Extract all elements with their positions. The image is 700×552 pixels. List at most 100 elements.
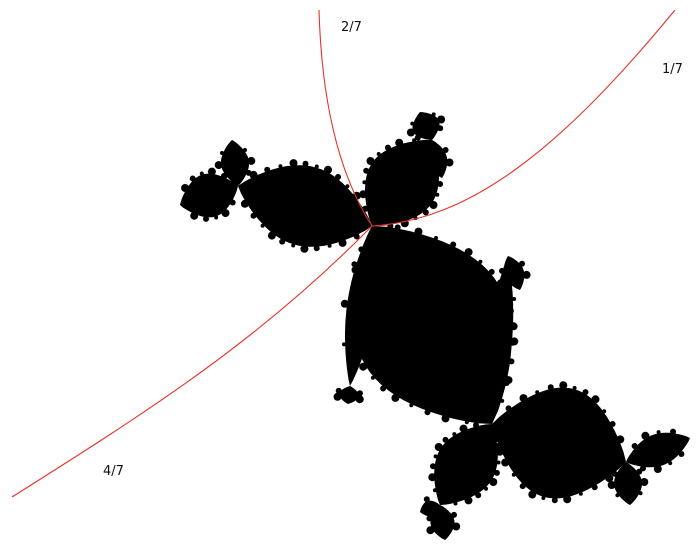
julia-lower-right-bulb-fringe bbox=[535, 390, 540, 395]
julia-left-bulb-fringe bbox=[300, 244, 309, 253]
julia-lower-right-bulb-fringe bbox=[602, 409, 607, 414]
julia-left-top-bulb-fringe bbox=[221, 173, 228, 180]
julia-main-left-bulb bbox=[345, 226, 377, 386]
julia-main-left-bulb-fringe bbox=[351, 261, 358, 268]
julia-lower-right-bulb-fringe bbox=[591, 484, 598, 491]
julia-left-far-bulb bbox=[180, 173, 238, 218]
julia-right-far-bulb-fringe bbox=[641, 431, 650, 440]
julia-upper-top-bulb-fringe bbox=[406, 128, 415, 137]
julia-left-bulb-fringe bbox=[250, 212, 257, 219]
julia-right-far-bulb-fringe bbox=[653, 465, 662, 473]
julia-main-bulb-fringe bbox=[500, 398, 505, 403]
julia-main-bulb-fringe bbox=[508, 358, 515, 365]
ray-label-4-7: 4/7 bbox=[103, 464, 124, 479]
julia-lower-right-bulb-fringe bbox=[519, 483, 526, 490]
julia-right-far-bulb-fringe bbox=[656, 430, 661, 435]
julia-lower-right-bulb-fringe bbox=[572, 386, 577, 390]
julia-left-bulb-fringe bbox=[314, 164, 319, 169]
julia-left-bulb-fringe bbox=[353, 233, 360, 240]
julia-lower-bulb-fringe bbox=[452, 432, 457, 437]
julia-lower-bulb-fringe bbox=[430, 463, 436, 470]
julia-left-top-bulb bbox=[221, 140, 249, 186]
julia-upper-side-bulb-fringe bbox=[442, 147, 449, 153]
external-ray-4-7 bbox=[11, 225, 373, 498]
julia-main-bulb-fringe bbox=[464, 420, 469, 425]
julia-upper-bulb-fringe bbox=[435, 192, 440, 197]
julia-lower-bulb-fringe bbox=[484, 486, 488, 491]
julia-lower-right-bulb-fringe bbox=[511, 472, 516, 477]
julia-lower-right-bulb-fringe bbox=[505, 405, 512, 412]
julia-lower-right-bulb-fringe bbox=[528, 490, 537, 499]
julia-left-top-bulb-fringe bbox=[247, 156, 256, 165]
julia-main-bulb-fringe bbox=[478, 259, 483, 264]
julia-main-top-bulb-fringe bbox=[481, 334, 490, 343]
julia-main-top-bulb-fringe bbox=[503, 380, 510, 386]
julia-left-far-bulb-fringe bbox=[229, 199, 236, 206]
julia-right-low-bulb bbox=[614, 462, 642, 505]
julia-lower-bulb-fringe bbox=[459, 424, 468, 433]
julia-main-bulb-fringe bbox=[414, 227, 423, 236]
julia-main-bulb-fringe bbox=[359, 362, 368, 371]
julia-right-low-bulb-fringe bbox=[615, 493, 620, 498]
julia-left-bulb-fringe bbox=[335, 174, 341, 180]
julia-upper-bulb-fringe bbox=[412, 138, 417, 143]
julia-left-bulb-fringe bbox=[302, 160, 309, 167]
julia-lower-right-bulb-fringe bbox=[501, 458, 510, 467]
julia-right-low-bulb-fringe bbox=[607, 481, 616, 489]
julia-left-side-bulb bbox=[339, 386, 359, 404]
julia-lower-right-bulb-fringe bbox=[578, 491, 583, 496]
ray-label-1-7: 1/7 bbox=[662, 62, 683, 77]
ray-label-2-7: 2/7 bbox=[341, 20, 362, 35]
julia-lower-bulb-fringe bbox=[453, 501, 458, 506]
julia-main-bulb-fringe bbox=[394, 224, 401, 231]
julia-lower-bulb-fringe bbox=[434, 443, 443, 451]
julia-left-bulb bbox=[238, 165, 372, 247]
julia-set bbox=[180, 112, 690, 540]
julia-left-top-bulb-fringe bbox=[245, 169, 252, 176]
julia-upper-bulb-fringe bbox=[429, 201, 438, 209]
julia-main-bulb-fringe bbox=[434, 236, 438, 240]
julia-main-bulb-fringe bbox=[424, 409, 431, 416]
julia-lower-right-bulb-fringe bbox=[563, 495, 572, 504]
julia-right-side-bulb-fringe bbox=[519, 260, 525, 267]
julia-left-bulb-fringe bbox=[279, 238, 286, 245]
julia-right-far-bulb-fringe bbox=[678, 451, 685, 457]
julia-left-far-bulb-fringe bbox=[199, 171, 204, 176]
julia-left-bulb-fringe bbox=[324, 165, 332, 174]
julia-left-far-bulb-fringe bbox=[181, 184, 190, 192]
julia-lower-bulb-fringe bbox=[428, 473, 437, 482]
julia-left-bulb-fringe bbox=[267, 231, 276, 240]
julia-main-bulb-fringe bbox=[450, 241, 457, 248]
julia-left-far-bulb-fringe bbox=[214, 215, 219, 220]
julia-left-bulb-fringe bbox=[313, 245, 320, 252]
julia-right-low-bulb-fringe bbox=[636, 468, 643, 475]
julia-left-side-bulb-fringe bbox=[356, 390, 363, 397]
julia-lower-bulb-fringe bbox=[473, 422, 479, 429]
julia-lower-right-bulb-fringe bbox=[582, 389, 589, 396]
julia-lower-right-bulb-fringe bbox=[547, 384, 554, 391]
julia-upper-side-bulb-fringe bbox=[422, 152, 428, 159]
julia-lower-bulb bbox=[434, 424, 498, 505]
julia-bottom-side-bulb-fringe bbox=[430, 514, 437, 521]
julia-right-far-bulb bbox=[626, 432, 690, 468]
julia-right-side-bulb-fringe bbox=[499, 267, 505, 274]
julia-main-top-bulb-fringe bbox=[491, 295, 496, 299]
julia-right-side-bulb-fringe bbox=[501, 278, 510, 287]
julia-left-bulb-fringe bbox=[264, 166, 271, 173]
julia-main-left-bulb-fringe bbox=[373, 304, 382, 313]
julia-main-bulb bbox=[352, 226, 512, 424]
julia-lower-right-bulb-fringe bbox=[541, 496, 546, 500]
julia-upper-top-bulb-fringe bbox=[431, 112, 436, 117]
julia-upper-side-bulb-fringe bbox=[445, 158, 454, 167]
julia-lower-bulb-fringe bbox=[495, 447, 504, 456]
julia-right-low-bulb-fringe bbox=[638, 491, 643, 496]
julia-main-bulb-fringe bbox=[488, 268, 495, 275]
julia-left-top-bulb-fringe bbox=[220, 151, 224, 155]
julia-main-top-bulb-fringe bbox=[510, 337, 519, 346]
julia-main-left-bulb-fringe bbox=[342, 342, 346, 347]
julia-right-low-bulb-fringe bbox=[611, 470, 618, 477]
julia-upper-side-bulb bbox=[426, 140, 448, 178]
julia-main-bulb-fringe bbox=[380, 385, 387, 392]
